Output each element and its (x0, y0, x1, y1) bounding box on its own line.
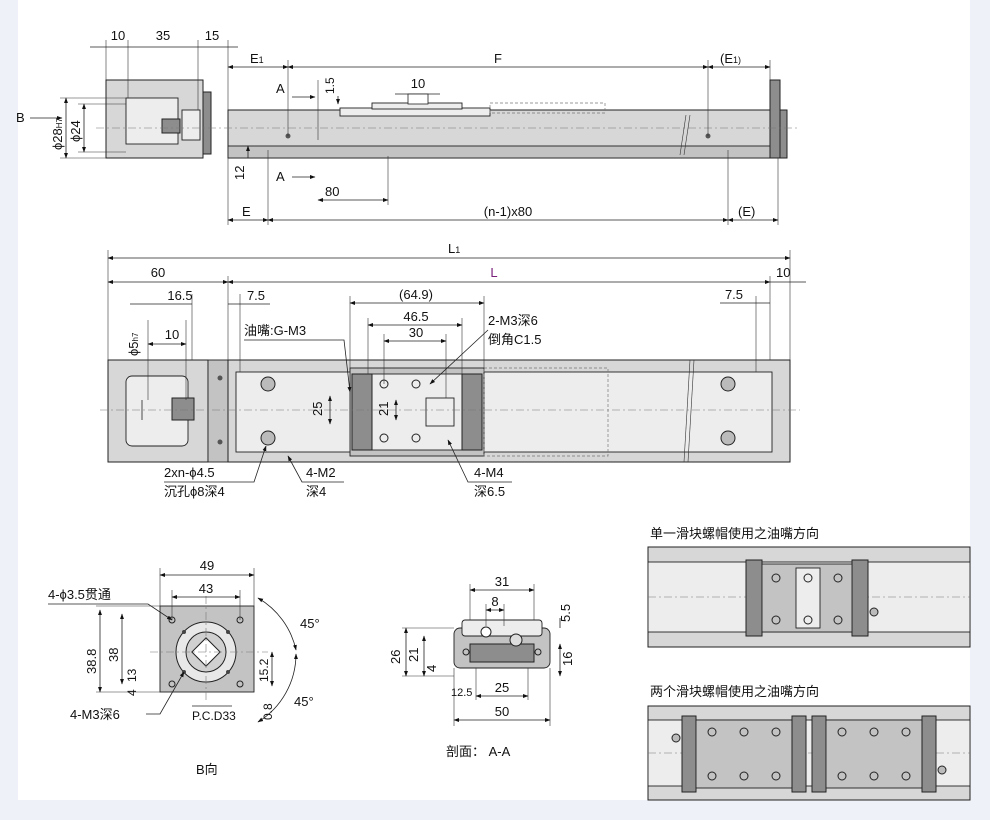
inset-double-slider-1 (695, 719, 793, 789)
angle-45-bottom: 45° (294, 694, 314, 709)
plan-rail-channel (235, 371, 773, 453)
dim-10-slider: 10 (411, 76, 425, 91)
dim-43: 43 (199, 581, 213, 596)
b-view: 49 43 4-ϕ3.5贯通 38.8 38 4 13 15.2 0.8 45°… (48, 558, 320, 777)
dim-49: 49 (200, 558, 214, 573)
inset-double-slider-2 (825, 719, 923, 789)
break-line (679, 114, 687, 156)
note-chamfer: 倒角C1.5 (488, 332, 541, 347)
inset-single: 单一滑块螺帽使用之油嘴方向 (647, 526, 971, 648)
coupling-flange (181, 109, 201, 141)
dim-16: 16 (560, 652, 575, 666)
b-view-caption: B向 (196, 762, 218, 777)
end-plate (202, 91, 212, 155)
section-a-top: A (276, 81, 285, 96)
note-m2: 4-M2 (306, 465, 336, 480)
dim-15-2: 15.2 (257, 658, 271, 682)
dim-1-5: 1.5 (323, 77, 337, 94)
dim-7-5-left: 7.5 (247, 288, 265, 303)
note-pcd: P.C.D33 (192, 709, 236, 723)
dim-38-8: 38.8 (84, 649, 99, 674)
dim-25-sec: 25 (495, 680, 509, 695)
dim-0-8: 0.8 (261, 703, 275, 720)
note-oil-nipple: 油嘴:G-M3 (244, 323, 306, 338)
dim-e1: E1 (250, 51, 264, 66)
section-caption: 剖面： A-A (446, 744, 511, 759)
dim-e: E (242, 204, 251, 219)
dim-64-9: (64.9) (399, 287, 433, 302)
dim-21: 21 (376, 402, 391, 416)
inset-double-title: 两个滑块螺帽使用之油嘴方向 (650, 684, 819, 699)
note-m3-depth: 2-M3深6 (488, 313, 538, 328)
dim-pitch: (n-1)x80 (484, 204, 532, 219)
dim-phi5: ϕ5h7 (126, 332, 141, 356)
dim-16-5: 16.5 (167, 288, 192, 303)
rail-base (227, 145, 779, 159)
view-b-label: B (16, 110, 25, 125)
section-view: 31 8 5.5 26 21 4 16 12.5 25 50 剖面： A-A (388, 574, 575, 759)
end-cap-right (779, 109, 788, 159)
dim-12-5: 12.5 (451, 687, 472, 699)
dim-8: 8 (491, 594, 498, 609)
end-plate-right (769, 79, 781, 159)
inset-double-oil-nipple-right (937, 765, 947, 775)
dim-10-right: 10 (776, 265, 790, 280)
coupling (161, 118, 181, 134)
dim-e1-paren: (E1) (720, 51, 741, 66)
dim-f: F (494, 51, 502, 66)
oil-nipple-block (425, 397, 455, 427)
note-m4-depth: 深6.5 (474, 484, 505, 499)
note-through: 4-ϕ3.5贯通 (48, 587, 111, 602)
dim-4: 4 (125, 689, 139, 696)
dim-10-shaft: 10 (165, 327, 179, 342)
dim-50: 50 (495, 704, 509, 719)
dim-l: L (490, 265, 497, 280)
dim-5-5: 5.5 (558, 604, 573, 622)
note-holes: 2xn-ϕ4.5 (164, 465, 215, 480)
inset-single-oil-nipple (869, 607, 879, 617)
angle-45-top: 45° (300, 616, 320, 631)
dim-4-sec: 4 (424, 665, 439, 672)
dim-e-paren: (E) (738, 204, 755, 219)
dim-26: 26 (388, 650, 403, 664)
inset-double-oil-nipple-left (671, 733, 681, 743)
break-line (683, 114, 691, 156)
dim-13: 13 (125, 668, 139, 682)
dim-30: 30 (409, 325, 423, 340)
second-slider-hidden (489, 102, 606, 114)
dim-phi24: ϕ24 (68, 120, 83, 142)
plan-second-slider (483, 367, 609, 457)
dim-31: 31 (495, 574, 509, 589)
dim-46-5: 46.5 (403, 309, 428, 324)
dim-25: 25 (310, 402, 325, 416)
inset-single-title: 单一滑块螺帽使用之油嘴方向 (650, 526, 819, 541)
dim-80: 80 (325, 184, 339, 199)
plan-view: L1 60 L 10 16.5 7.5 (64.9) 46.5 30 7.5 (100, 241, 806, 499)
dim-15: 15 (205, 28, 219, 43)
dim-38: 38 (106, 648, 121, 662)
dim-10: 10 (111, 28, 125, 43)
section-a-bottom: A (276, 169, 285, 184)
note-m2-depth: 深4 (306, 484, 326, 499)
dim-35: 35 (156, 28, 170, 43)
dim-21-sec: 21 (406, 648, 421, 662)
dim-12: 12 (232, 166, 247, 180)
dim-60: 60 (151, 265, 165, 280)
inset-double: 两个滑块螺帽使用之油嘴方向 (647, 684, 971, 801)
top-view: 10 35 15 E1 F (E1) B ϕ28H7 ϕ24 A 1.5 10 (16, 28, 800, 225)
dim-phi28: ϕ28H7 (50, 117, 65, 150)
note-m4: 4-M4 (474, 465, 504, 480)
note-counterbore: 沉孔ϕ8深4 (164, 484, 225, 499)
note-m3: 4-M3深6 (70, 707, 120, 722)
plan-coupling (171, 397, 195, 421)
dim-l1: L1 (448, 241, 460, 256)
dim-7-5-right: 7.5 (725, 287, 743, 302)
